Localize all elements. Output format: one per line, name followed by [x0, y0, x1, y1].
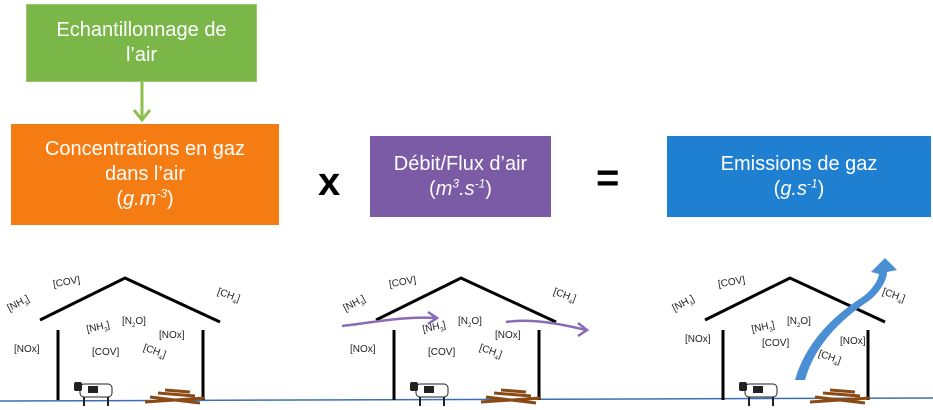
- concentration-label-line2: dans l’air: [104, 163, 186, 185]
- emissions-label: Emissions de gaz: [720, 152, 878, 175]
- gas-label-n2o: [N2O]: [787, 316, 811, 329]
- manure-pile-icon: [144, 388, 206, 405]
- equals-operator: =: [596, 156, 620, 200]
- multiply-operator: x: [318, 160, 341, 204]
- gas-label-cov-inner: [COV]: [92, 347, 120, 358]
- cow-icon: [410, 382, 449, 406]
- concentration-unit: (g.m-3): [116, 186, 174, 210]
- barn-scene-2: [NH3] [COV] [CH4] [NH3] [N2O] [NOx] [NOx…: [336, 250, 646, 410]
- barn-icon: [341, 276, 590, 406]
- gas-label-n2o: [N2O]: [122, 316, 146, 329]
- gas-label-nox: [NOx]: [685, 334, 711, 345]
- gas-label-nox-inner: [NOx]: [840, 336, 866, 347]
- gas-label-nox-inner: [NOx]: [495, 330, 521, 341]
- cow-icon: [739, 382, 778, 406]
- emission-arrow: [795, 258, 897, 380]
- gas-label-n2o: [N2O]: [458, 316, 482, 329]
- barn-scene-3: [NH3] [COV] [CH4] [NH3] [N2O] [NOx] [NOx…: [665, 250, 933, 410]
- gas-label-nox-inner: [NOx]: [159, 330, 185, 341]
- airflow-unit: (m3.s-1): [429, 175, 492, 200]
- airflow-unit-mid: .s: [459, 177, 475, 200]
- airflow-unit-exp1: 3: [452, 175, 460, 190]
- emissions-box: Emissions de gaz (g.s-1): [667, 136, 931, 217]
- emissions-unit-base: g.s: [780, 177, 807, 200]
- gas-label-cov-inner: [COV]: [762, 338, 790, 349]
- concentration-unit-exp: -3: [156, 186, 167, 201]
- gas-label-cov-inner: [COV]: [428, 347, 456, 358]
- concentration-unit-base: g.m: [122, 188, 157, 210]
- sampling-label-line2: l’air: [125, 44, 158, 66]
- airflow-arrow: [341, 310, 590, 338]
- airflow-unit-base: m: [435, 177, 453, 200]
- airflow-label: Débit/Flux d’air: [393, 152, 528, 175]
- sampling-box: Echantillonnage de l’air: [26, 4, 257, 82]
- concentration-label-line1: Concentrations en gaz: [44, 138, 246, 160]
- manure-pile-icon: [480, 388, 542, 405]
- sampling-label-line1: Echantillonnage de: [56, 19, 227, 41]
- concentration-box: Concentrations en gaz dans l’air (g.m-3): [11, 124, 279, 225]
- cow-icon: [74, 382, 113, 406]
- emissions-unit: (g.s-1): [773, 175, 825, 200]
- gas-label-nox: [NOx]: [14, 344, 40, 355]
- down-arrow: [132, 82, 152, 123]
- gas-label-nox: [NOx]: [350, 344, 376, 355]
- airflow-box: Débit/Flux d’air (m3.s-1): [370, 136, 551, 217]
- emissions-unit-exp: -1: [807, 175, 818, 190]
- manure-pile-icon: [809, 388, 871, 405]
- barn-icon: [704, 258, 897, 406]
- airflow-unit-exp2: -1: [474, 175, 486, 190]
- barn-icon: [39, 276, 221, 406]
- barn-scene-1: [NH3] [COV] [CH4] [NH3] [N2O] [NOx] [NOx…: [0, 250, 310, 410]
